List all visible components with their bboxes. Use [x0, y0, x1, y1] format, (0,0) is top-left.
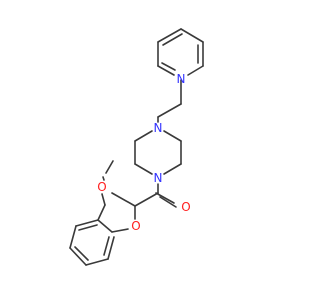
bond: [157, 65, 175, 76]
bond: [134, 163, 153, 175]
bond: [69, 247, 87, 266]
bond: [159, 196, 177, 208]
bond: [157, 103, 182, 118]
bond: [187, 65, 204, 76]
bond: [103, 236, 110, 256]
bond: [161, 62, 176, 71]
bond: [163, 130, 182, 142]
bond: [180, 28, 204, 43]
atom-label-o-carbonyl: O: [181, 200, 190, 214]
bond: [74, 246, 89, 261]
bond: [102, 176, 105, 181]
bond: [69, 225, 77, 249]
bond: [78, 224, 98, 231]
molecule-structure: N N N O O O: [69, 28, 204, 266]
atom-label-o-ether: O: [131, 219, 140, 233]
bond: [97, 219, 113, 233]
bond: [101, 193, 106, 206]
bond: [155, 192, 175, 204]
bond: [134, 130, 153, 142]
bond: [163, 163, 182, 175]
atom-label-n-piperazine-bottom: N: [154, 171, 163, 185]
bond: [107, 236, 115, 260]
bond: [105, 160, 114, 174]
atom-label-o-methoxy: O: [97, 180, 106, 194]
bond: [75, 219, 99, 227]
bond: [134, 192, 159, 207]
bond: [85, 258, 109, 266]
atom-label-n-pyridine: N: [177, 72, 186, 86]
bond: [97, 204, 106, 221]
atom-label-layer: N N N O O O: [97, 72, 190, 233]
bond: [157, 28, 182, 43]
bond: [111, 228, 129, 233]
bond: [111, 192, 136, 207]
bond-layer: [69, 28, 204, 266]
atom-label-n-piperazine-top: N: [154, 121, 163, 135]
bond: [162, 33, 183, 46]
